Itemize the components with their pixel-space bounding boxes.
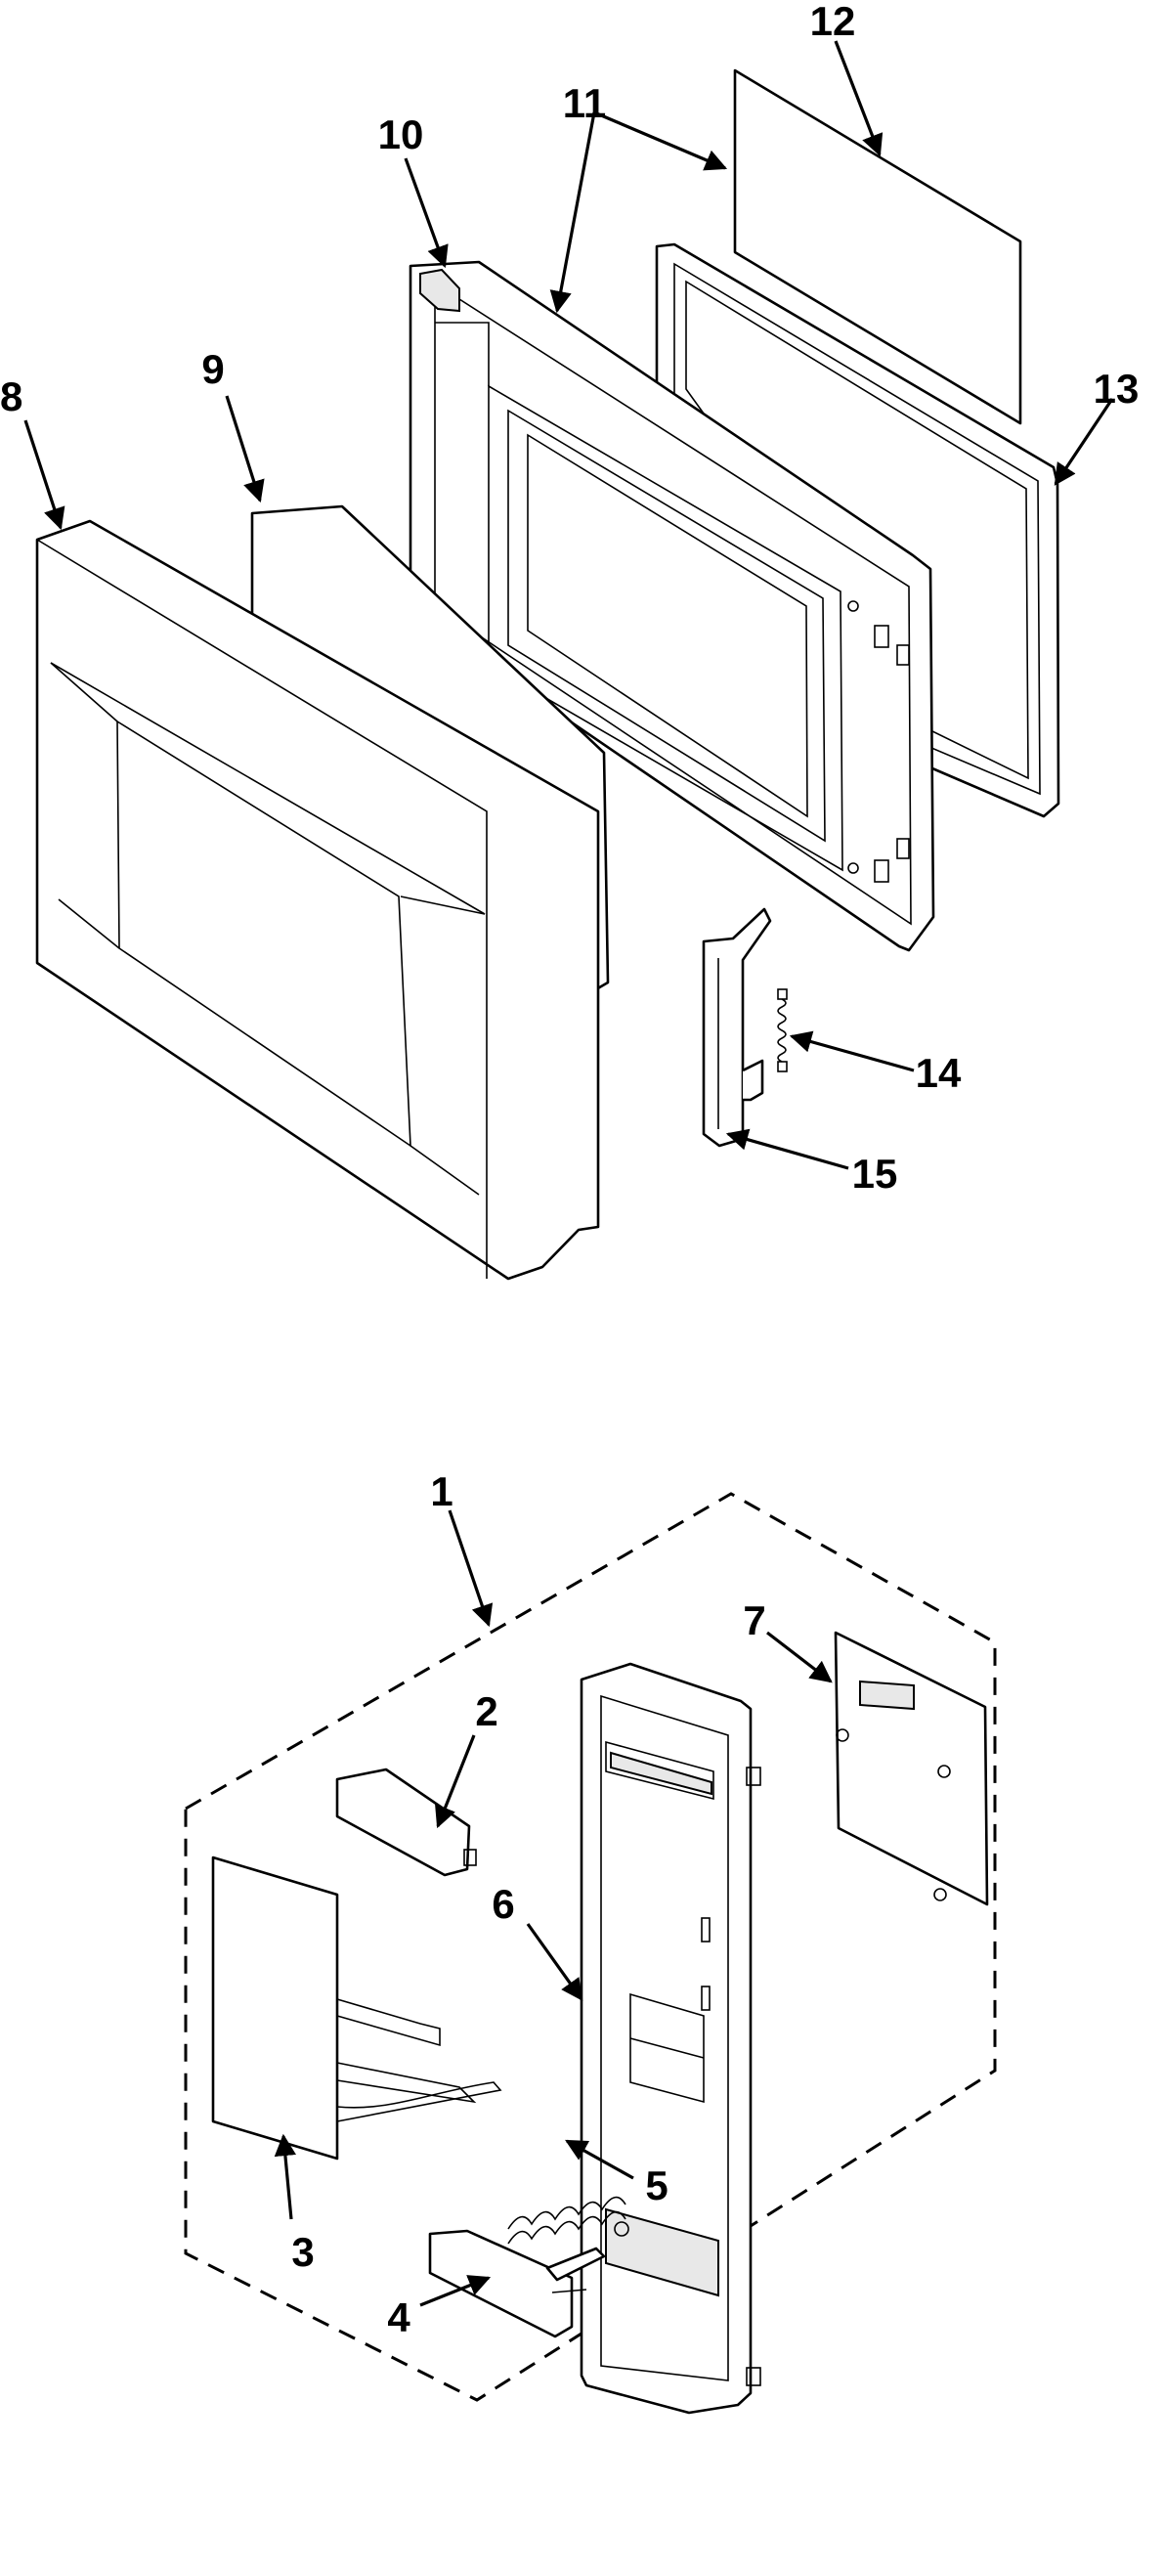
part-8-door-front: [35, 519, 600, 1281]
callout-10: 10: [378, 111, 424, 157]
leader-lines: [23, 40, 1114, 2307]
callout-12: 12: [810, 0, 856, 44]
part-3-membrane: [211, 1856, 502, 2161]
part-6-control-frame: [580, 1662, 761, 2415]
callout-11: 11: [563, 80, 606, 126]
part-7-pcb: [834, 1631, 989, 1906]
callout-4: 4: [387, 2294, 410, 2340]
part-15-latch-hook: [702, 907, 772, 1148]
part-14-spring: [777, 988, 788, 1072]
part-2-button: [335, 1768, 477, 1877]
callout-2: 2: [475, 1688, 497, 1734]
callout-5: 5: [645, 2162, 668, 2208]
part-5-spring: [507, 2196, 626, 2245]
callout-8: 8: [0, 373, 22, 419]
callout-7: 7: [743, 1597, 765, 1643]
callout-15: 15: [852, 1151, 898, 1197]
assembly-boundary-1: [184, 1492, 997, 2402]
callout-3: 3: [291, 2229, 314, 2275]
callout-13: 13: [1094, 366, 1140, 412]
callout-1: 1: [430, 1468, 453, 1514]
part-10-hinge-catch: [419, 268, 460, 313]
part-11-door-panel: [409, 260, 935, 952]
callout-6: 6: [492, 1881, 514, 1927]
part-4-release-button: [428, 2229, 606, 2338]
callout-9: 9: [201, 346, 224, 392]
callout-14: 14: [916, 1050, 962, 1096]
part-12-plate: [733, 68, 1022, 425]
